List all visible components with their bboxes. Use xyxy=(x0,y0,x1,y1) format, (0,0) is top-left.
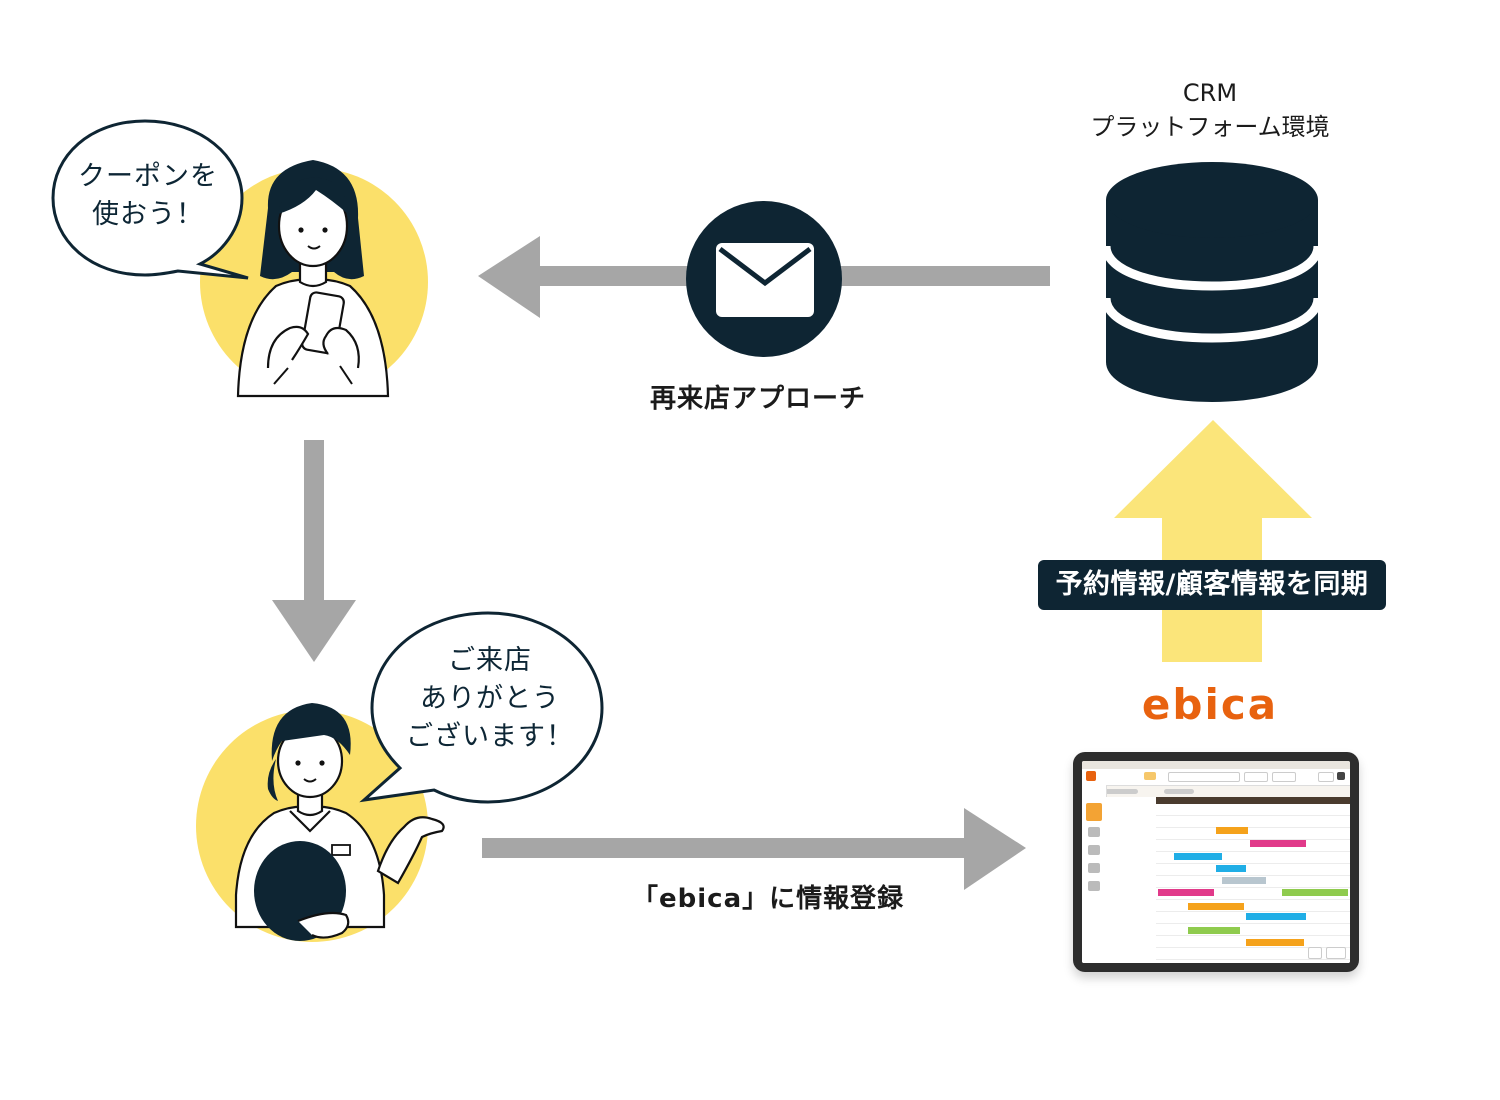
register-label: 「ebica」に情報登録 xyxy=(632,884,905,914)
customer-bubble-text: クーポンを 使おう！ xyxy=(62,158,234,234)
tablet-screen xyxy=(1082,761,1350,963)
crm-label: CRM プラットフォーム環境 xyxy=(1060,76,1360,144)
customer-bubble-line2: 使おう！ xyxy=(92,199,204,230)
sync-badge: 予約情報/顧客情報を同期 xyxy=(1038,560,1386,610)
ebica-logo: ebica xyxy=(1141,680,1279,729)
sync-up-arrow xyxy=(1114,420,1312,662)
customer-illustration xyxy=(236,160,390,398)
staff-bubble-line1: ご来店 xyxy=(448,645,532,676)
crm-label-line2: プラットフォーム環境 xyxy=(1090,113,1330,141)
customer-bubble-line1: クーポンを xyxy=(78,161,218,192)
staff-speech-bubble xyxy=(359,611,604,804)
staff-bubble-line3: ございます！ xyxy=(406,721,574,752)
crm-label-line1: CRM xyxy=(1182,79,1238,107)
mail-icon xyxy=(716,243,814,317)
register-arrow xyxy=(482,808,1026,890)
database-icon xyxy=(1101,162,1323,402)
revisit-label: 再来店アプローチ xyxy=(650,384,867,414)
tablet-device xyxy=(1073,752,1359,972)
down-arrow xyxy=(272,440,356,662)
staff-bubble-text: ご来店 ありがとう ございます！ xyxy=(384,642,596,756)
customer-speech-bubble xyxy=(51,119,249,280)
staff-illustration xyxy=(234,703,445,941)
staff-bubble-line2: ありがとう xyxy=(420,683,560,714)
